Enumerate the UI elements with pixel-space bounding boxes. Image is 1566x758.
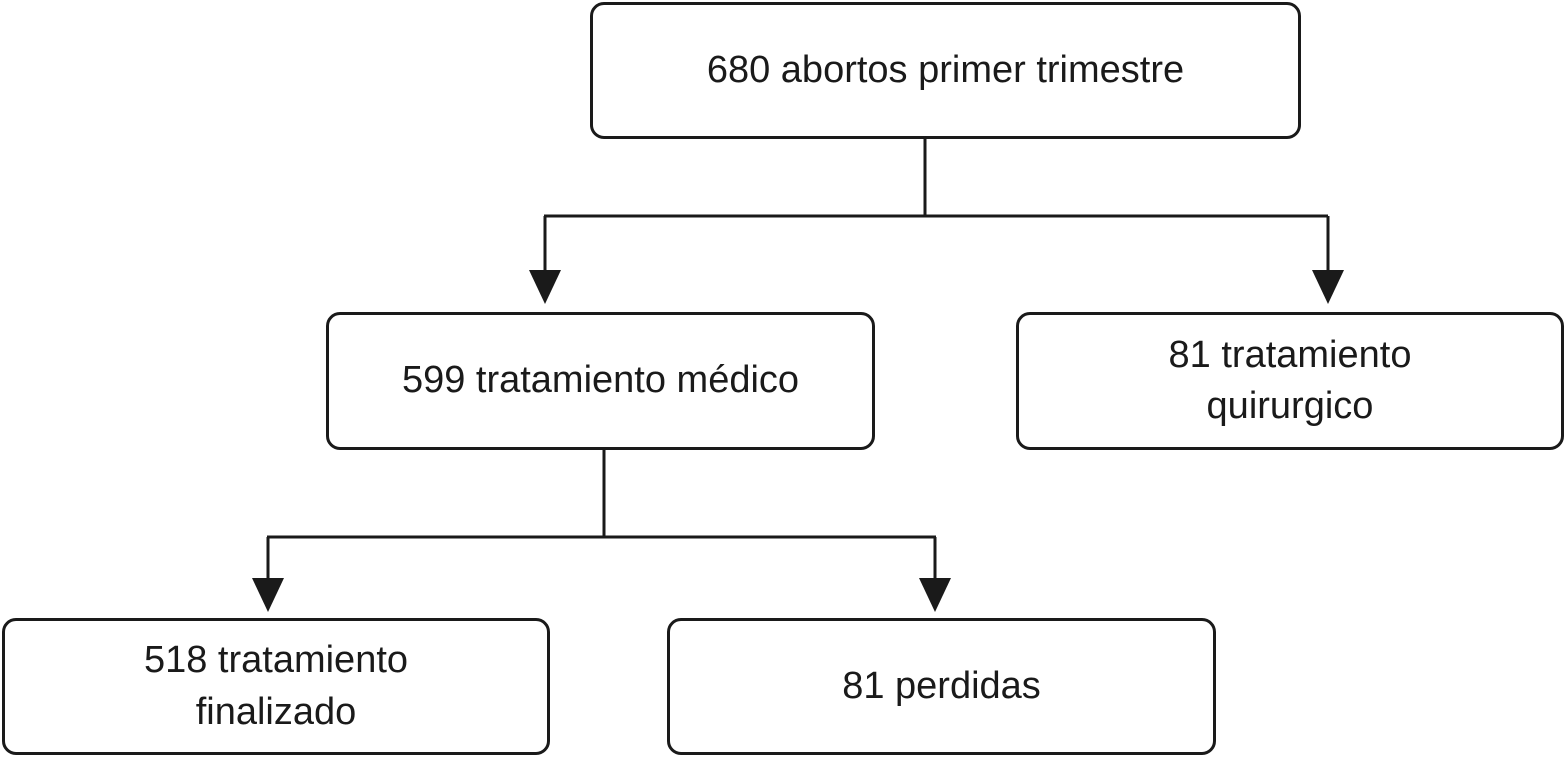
surgical-treatment-label-line2: quirurgico (1206, 385, 1374, 427)
lost-node-label: 81 perdidas (842, 664, 1041, 707)
medical-treatment-node: 599 tratamiento médico (326, 312, 875, 450)
finished-treatment-label-line1: 518 tratamiento (143, 639, 409, 682)
arrow-to-finished-head (252, 578, 284, 612)
medical-treatment-label: 599 tratamiento médico (401, 359, 800, 402)
surgical-treatment-label-line1: 81 tratamiento (1168, 333, 1412, 376)
arrow-to-surgical-head (1312, 270, 1344, 304)
finished-treatment-node: 518 tratamiento finalizado (2, 618, 550, 755)
finished-treatment-label-line2: finalizado (195, 690, 357, 733)
arrow-to-medical-head (529, 270, 561, 304)
root-node-label: 680 abortos primer trimestre (706, 48, 1185, 91)
root-node: 680 abortos primer trimestre (590, 2, 1301, 139)
arrow-to-lost-head (919, 578, 951, 612)
surgical-treatment-node: 81 tratamiento quirurgico (1016, 312, 1564, 450)
lost-node: 81 perdidas (667, 618, 1216, 755)
